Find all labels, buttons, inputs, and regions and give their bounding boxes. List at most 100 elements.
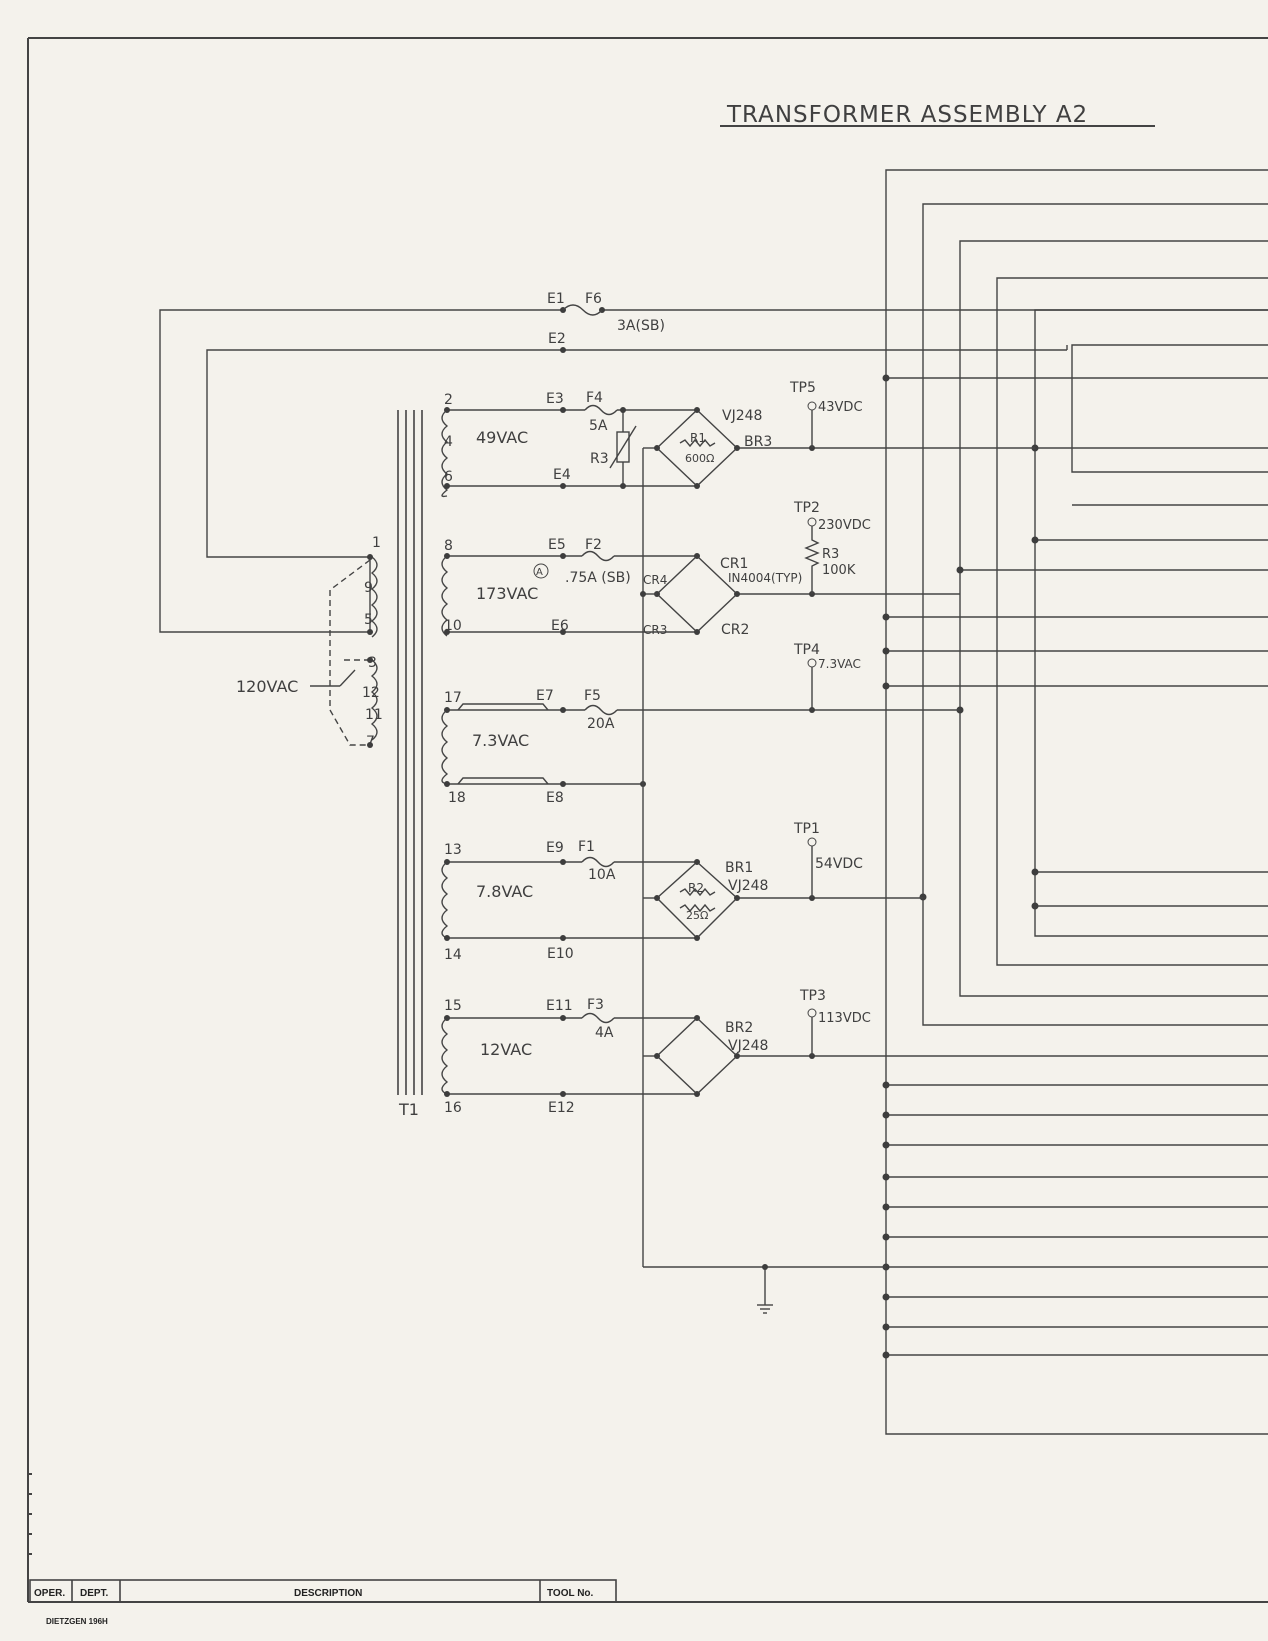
svg-text:10: 10 [444, 618, 462, 634]
transformer-ref: T1 [398, 1100, 419, 1119]
tb-dept: DEPT. [80, 1588, 109, 1599]
svg-text:.75A (SB): .75A (SB) [565, 570, 631, 586]
line-fuse [560, 304, 605, 353]
svg-text:E11: E11 [546, 998, 573, 1014]
tp2-value: 230VDC [818, 518, 871, 533]
transformer-core [397, 410, 423, 1095]
svg-text:13: 13 [444, 842, 462, 858]
svg-text:20A: 20A [587, 716, 615, 732]
svg-text:BR1: BR1 [725, 860, 753, 876]
svg-text:E8: E8 [546, 790, 564, 806]
f6-label: F6 [585, 291, 602, 307]
svg-text:12: 12 [362, 685, 380, 701]
svg-text:17: 17 [444, 690, 462, 706]
svg-text:IN4004(TYP): IN4004(TYP) [728, 571, 802, 585]
svg-text:49VAC: 49VAC [476, 428, 528, 447]
svg-text:CR3: CR3 [643, 623, 667, 637]
svg-text:600Ω: 600Ω [685, 452, 714, 465]
svg-text:5: 5 [364, 612, 373, 628]
tp4-value: 7.3VAC [818, 657, 861, 671]
svg-text:7.3VAC: 7.3VAC [472, 731, 529, 750]
tp3-ref: TP3 [799, 988, 826, 1004]
bleeder-ref: R3 [822, 547, 839, 562]
svg-text:VJ248: VJ248 [728, 878, 768, 894]
svg-text:F5: F5 [584, 688, 601, 704]
tp5-value: 43VDC [818, 400, 863, 415]
svg-text:7: 7 [366, 734, 375, 750]
e1-label: E1 [547, 291, 565, 307]
svg-text:4A: 4A [595, 1025, 614, 1041]
svg-text:BR3: BR3 [744, 434, 772, 450]
tb-maker: DIETZGEN 196H [46, 1617, 108, 1626]
tb-description: DESCRIPTION [294, 1588, 362, 1599]
winding-173vac-labels: 8 10 173VAC E5 E6 F2 .75A (SB) A CR1 IN4… [444, 537, 802, 638]
svg-text:5A: 5A [589, 418, 608, 434]
tb-oper: OPER. [34, 1588, 65, 1599]
svg-text:CR2: CR2 [721, 622, 749, 638]
winding-173vac [441, 550, 960, 637]
tp4-ref: TP4 [793, 642, 820, 658]
svg-text:R3: R3 [590, 451, 609, 467]
svg-text:3: 3 [368, 655, 377, 671]
svg-text:VJ248: VJ248 [728, 1038, 768, 1054]
svg-text:A: A [536, 567, 543, 578]
svg-text:2: 2 [444, 392, 453, 408]
svg-text:E5: E5 [548, 537, 566, 553]
tp3-value: 113VDC [818, 1011, 871, 1026]
primary-pin-labels: 1 9 5 3 12 11 7 [362, 535, 383, 750]
svg-text:BR2: BR2 [725, 1020, 753, 1036]
winding-12vac [441, 1012, 1268, 1095]
f6-rating: 3A(SB) [617, 318, 665, 334]
svg-text:14: 14 [444, 947, 462, 963]
svg-text:E7: E7 [536, 688, 554, 704]
svg-text:9: 9 [364, 580, 373, 596]
svg-text:F4: F4 [586, 390, 603, 406]
svg-text:6: 6 [444, 469, 453, 485]
svg-text:CR1: CR1 [720, 556, 748, 572]
svg-text:F2: F2 [585, 537, 602, 553]
svg-text:4: 4 [444, 434, 453, 450]
winding-49vac [441, 404, 1035, 498]
svg-text:CR4: CR4 [643, 573, 667, 587]
page-title: TRANSFORMER ASSEMBLY A2 [726, 102, 1088, 128]
primary-wiring [159, 309, 1268, 746]
svg-text:1: 1 [372, 535, 381, 551]
svg-text:E4: E4 [553, 467, 571, 483]
winding-7-8vac-labels: 13 14 7.8VAC E9 E10 F1 10A BR1 VJ248 R2 … [444, 839, 768, 963]
svg-text:16: 16 [444, 1100, 462, 1116]
svg-text:173VAC: 173VAC [476, 584, 538, 603]
margin-ticks [28, 1473, 32, 1555]
title-block [29, 1579, 617, 1603]
svg-text:18: 18 [448, 790, 466, 806]
tb-tool-no: TOOL No. [547, 1588, 594, 1599]
primary-voltage-label: 120VAC [236, 677, 298, 696]
svg-text:15: 15 [444, 998, 462, 1014]
svg-text:R2: R2 [688, 881, 704, 895]
svg-text:E10: E10 [547, 946, 574, 962]
winding-7-8vac [441, 856, 923, 939]
svg-text:E9: E9 [546, 840, 564, 856]
tp2-ref: TP2 [793, 500, 820, 516]
svg-text:E12: E12 [548, 1100, 575, 1116]
winding-12vac-labels: 15 16 12VAC E11 E12 F3 4A BR2 VJ248 [444, 997, 768, 1116]
tp1-value: 54VDC [815, 856, 863, 872]
svg-text:F3: F3 [587, 997, 604, 1013]
svg-text:25Ω: 25Ω [686, 909, 708, 922]
svg-text:10A: 10A [588, 867, 616, 883]
svg-text:12VAC: 12VAC [480, 1040, 532, 1059]
output-bus [885, 169, 1268, 1435]
note-a-marker [533, 563, 549, 579]
svg-text:11: 11 [365, 707, 383, 723]
svg-text:E3: E3 [546, 391, 564, 407]
e2-label: E2 [548, 331, 566, 347]
svg-text:7.8VAC: 7.8VAC [476, 882, 533, 901]
winding-7-3vac-labels: 17 18 7.3VAC E7 E8 F5 20A [444, 688, 615, 806]
svg-text:VJ248: VJ248 [722, 408, 762, 424]
svg-text:R1: R1 [690, 431, 706, 445]
svg-text:F1: F1 [578, 839, 595, 855]
bleeder-value: 100K [822, 563, 856, 578]
tp1-ref: TP1 [793, 821, 820, 837]
winding-49vac-labels: 2 4 6 49VAC E3 E4 F4 5A R3 VJ248 BR3 R1 … [444, 390, 772, 485]
svg-text:E6: E6 [551, 618, 569, 634]
